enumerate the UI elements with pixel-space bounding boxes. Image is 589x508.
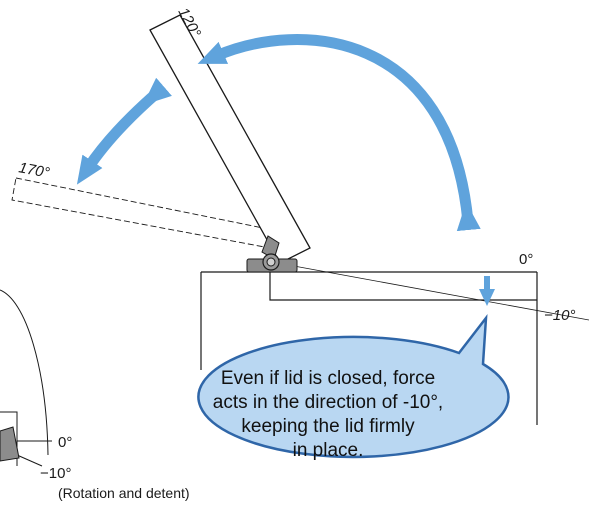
closed-lid-outline [269, 272, 537, 301]
neg10-reference-line [271, 261, 589, 321]
callout-bubble [197, 313, 510, 459]
callout-line-3: keeping the lid firmly [241, 416, 415, 437]
inset-0deg-label: 0° [58, 434, 72, 451]
angle-0-label: 0° [519, 251, 533, 268]
hinge-pivot-inner [266, 257, 276, 267]
inset-neg10-line [16, 454, 43, 467]
angle-neg10-label: −10° [544, 307, 575, 324]
inset-hinge-block [0, 426, 20, 462]
callout-line-1: Even if lid is closed, force [221, 368, 435, 389]
rotation-arrow-0-to-120 [197, 34, 481, 232]
callout-line-2: acts in the direction of -10°, [213, 392, 443, 413]
inset-circle-arc [0, 289, 49, 456]
callout-line-4: in place. [293, 440, 364, 461]
angle-170-label: 170° [17, 159, 51, 182]
inset-neg10-label: −10° [40, 465, 71, 482]
rotation-arrow-120-to-170 [76, 77, 172, 185]
inset-caption: (Rotation and detent) [58, 485, 190, 501]
lid-170-dashed [11, 177, 274, 249]
